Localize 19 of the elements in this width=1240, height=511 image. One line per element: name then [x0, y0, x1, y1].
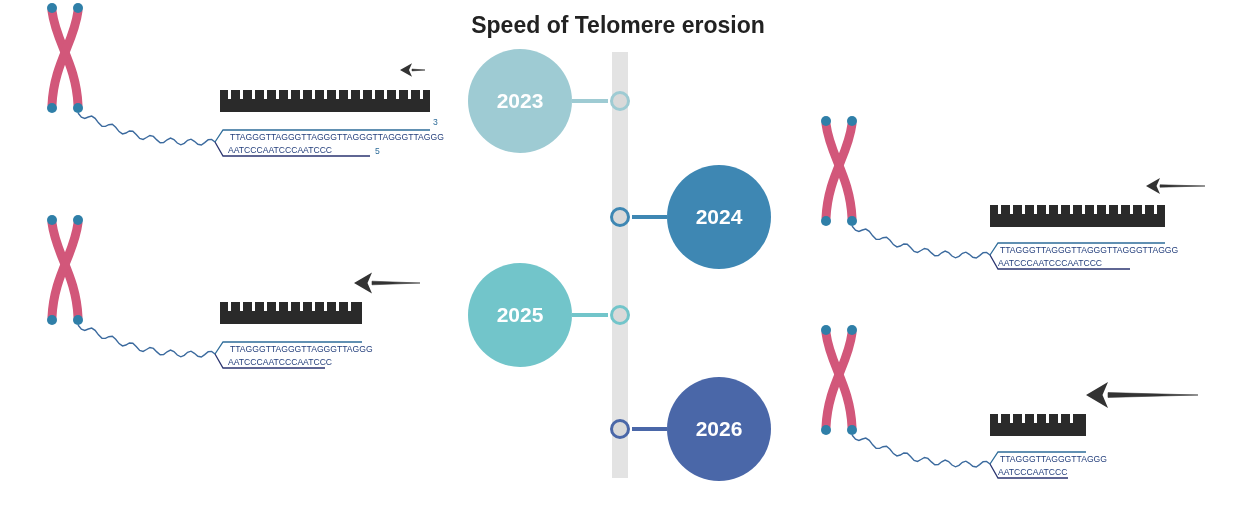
connector-line — [572, 313, 608, 317]
year-circle: 2026 — [667, 377, 771, 481]
strand-end-label: 3 — [433, 118, 438, 127]
dna-sequence: TTAGGGTTAGGGTTAGGGTTAGGGTTAGGGTTAGGG — [230, 133, 444, 142]
strand-end-label: 5 — [375, 147, 380, 156]
dna-sequence: AATCCCAATCCC — [998, 468, 1068, 477]
connector-line — [572, 99, 608, 103]
dna-sequence: TTAGGGTTAGGGTTAGGG — [1000, 455, 1107, 464]
dna-sequence: AATCCCAATCCCAATCCC — [998, 259, 1103, 268]
dna-sequence: AATCCCAATCCCAATCCC — [228, 358, 333, 367]
year-circle: 2025 — [468, 263, 572, 367]
connector-line — [632, 215, 667, 219]
dna-sequence: TTAGGGTTAGGGTTAGGGTTAGGG — [230, 345, 373, 354]
year-circle: 2024 — [667, 165, 771, 269]
dna-sequence: TTAGGGTTAGGGTTAGGGTTAGGGTTAGGG — [1000, 246, 1179, 255]
connector-line — [632, 427, 667, 431]
year-circle: 2023 — [468, 49, 572, 153]
title: Speed of Telomere erosion — [470, 12, 766, 39]
dna-sequence: AATCCCAATCCCAATCCC — [228, 146, 333, 155]
